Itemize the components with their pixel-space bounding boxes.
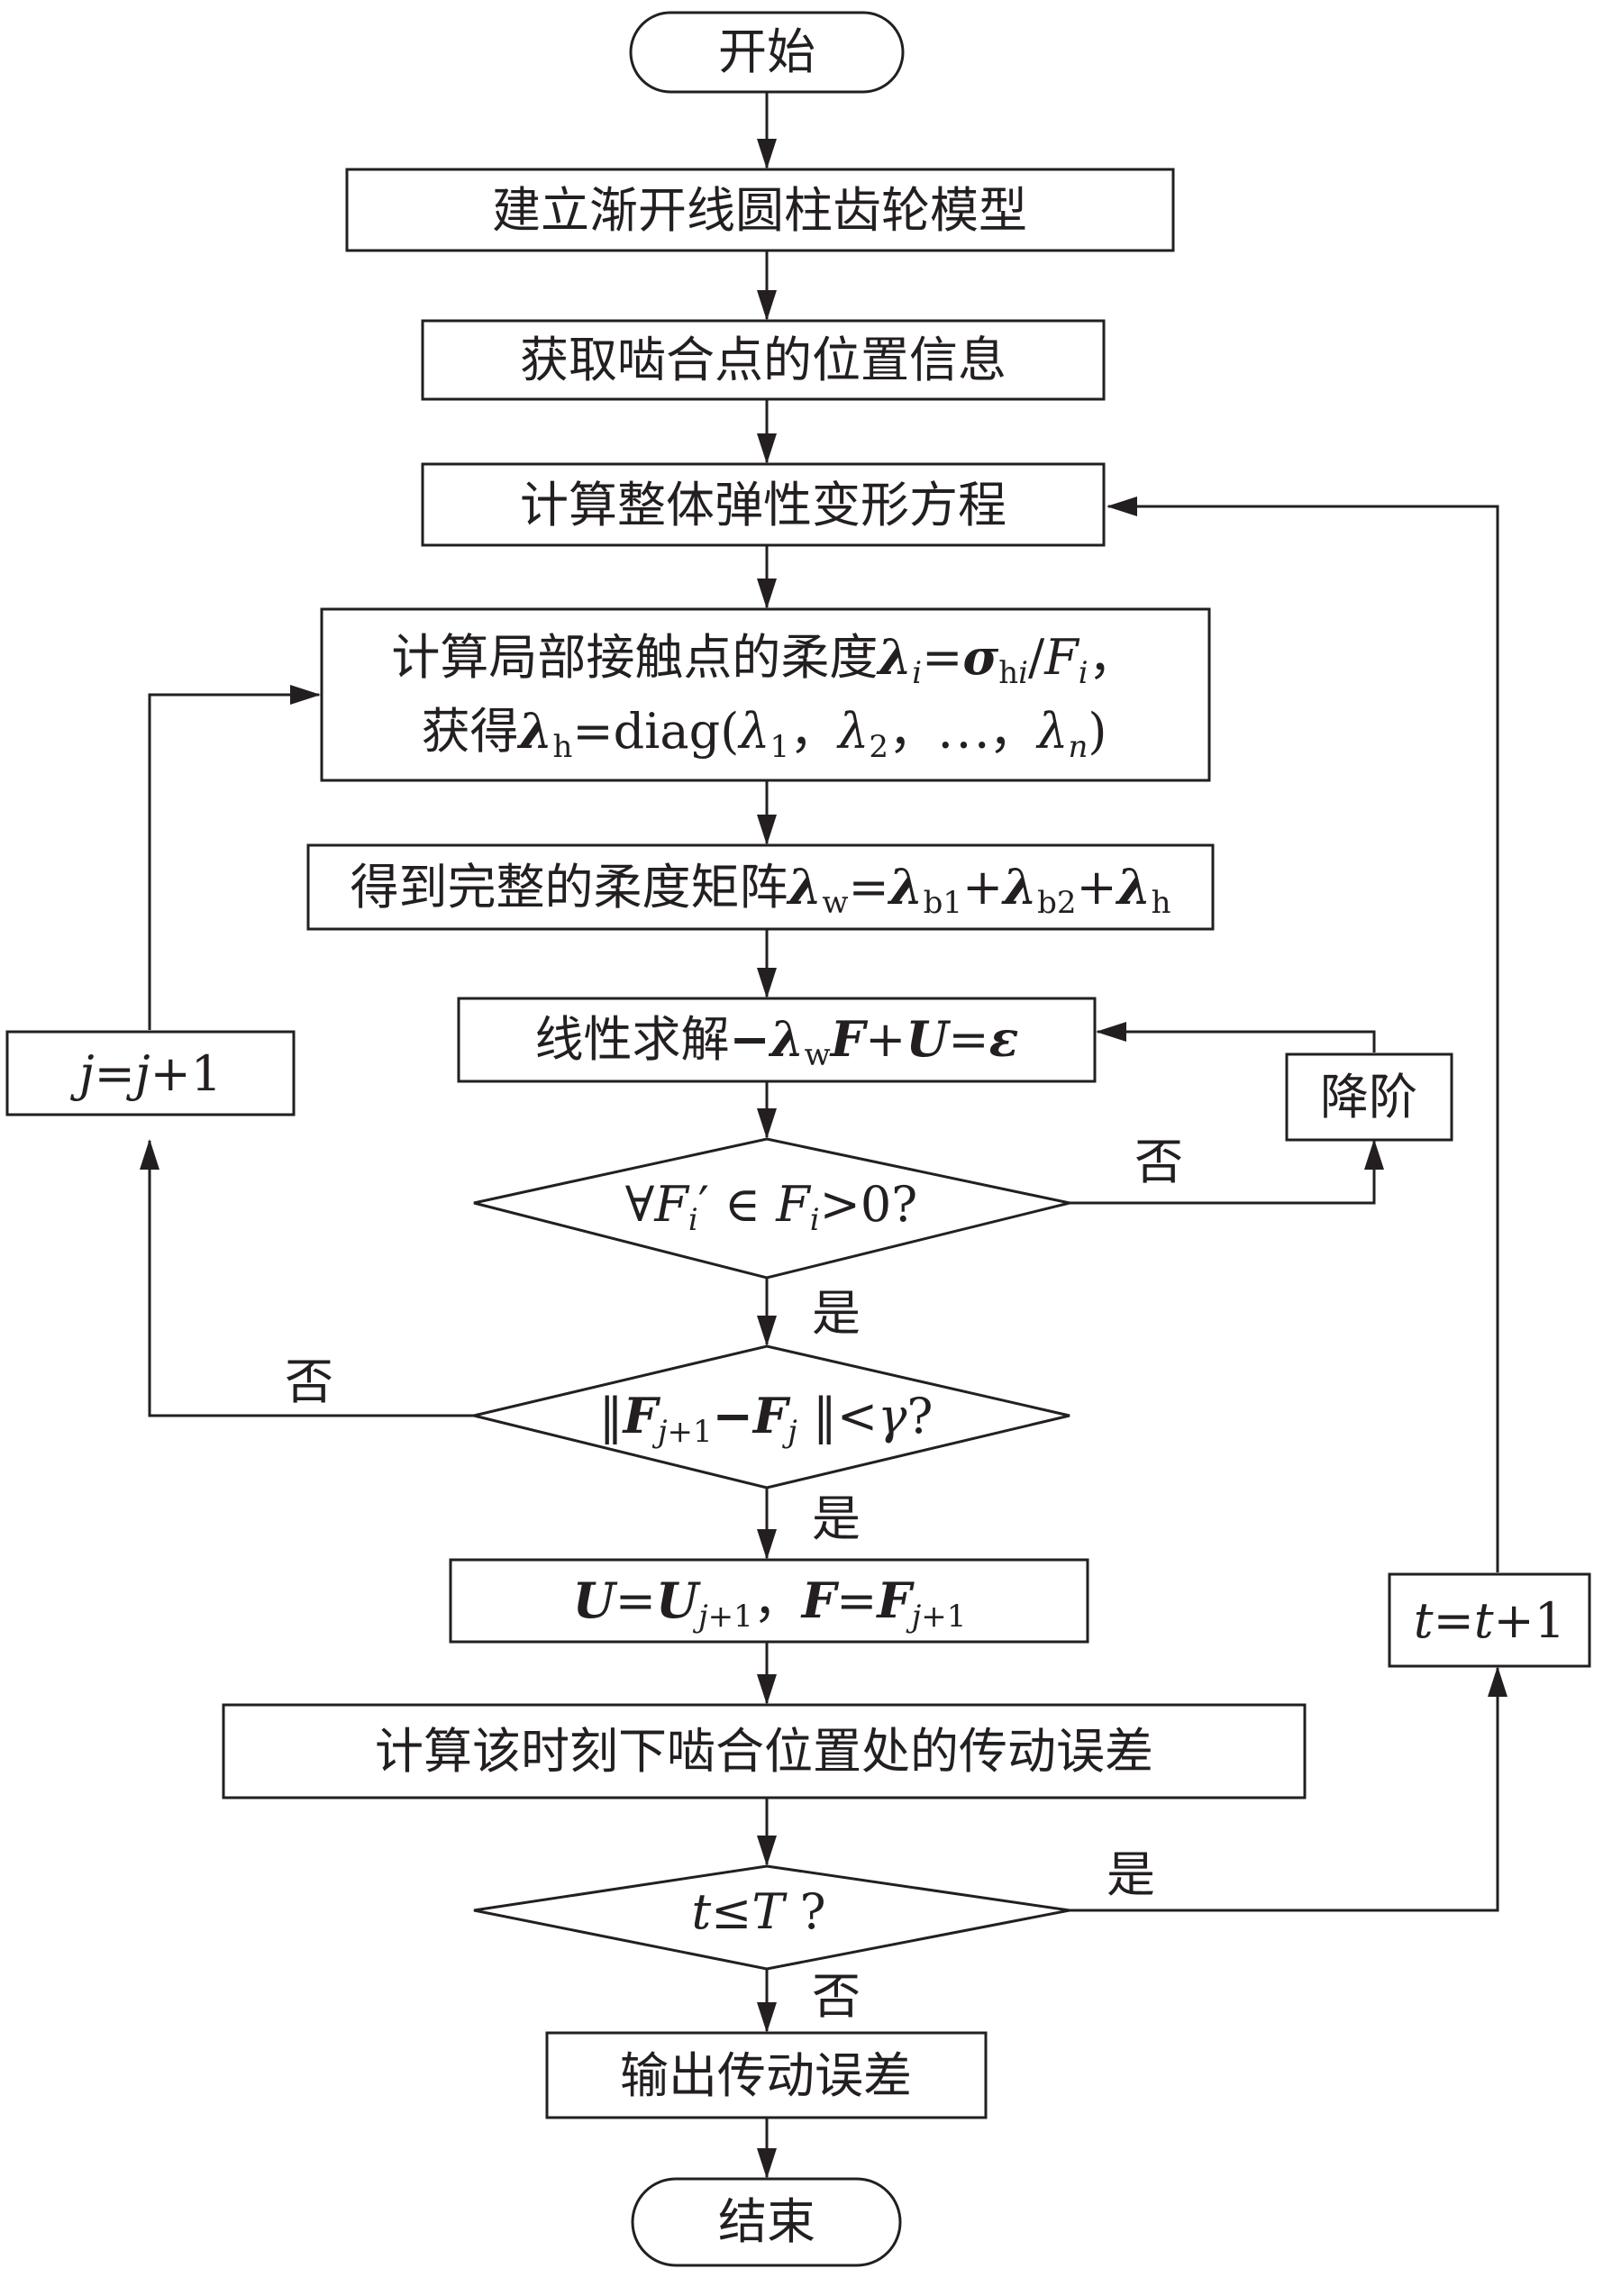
- cond-converge-decision: ‖Fj+1−Fj ‖<γ?: [473, 1344, 1070, 1490]
- local-flex-line1: 计算局部接触点的柔度λi=σhi/Fi，: [391, 628, 1136, 691]
- build-model-label: 建立渐开线圆柱齿轮模型: [492, 182, 1027, 239]
- deformation-eq-box: 计算整体弹性变形方程: [421, 462, 1106, 547]
- arrow-cond-time-yes-to-t-inc: [1070, 1666, 1507, 1912]
- assign-box: U=Uj+1，F=Fj+1: [449, 1558, 1089, 1644]
- full-matrix-box: 得到完整的柔度矩阵λw=λb1+λb2+λh: [306, 843, 1215, 931]
- arrow-t-inc-to-deformation: [1107, 497, 1499, 1572]
- t-increment-box: t=t+1: [1388, 1572, 1591, 1668]
- local-flex-box: 计算局部接触点的柔度λi=σhi/Fi， 获得λh=diag(λ1，λ2，⋯，λ…: [320, 607, 1211, 782]
- local-flex-line2: 获得λh=diag(λ1，λ2，⋯，λn): [422, 702, 1107, 765]
- label-yes-time: 是: [1107, 1846, 1155, 1903]
- cond-time-decision: t≤T ?: [473, 1864, 1070, 1971]
- linear-solve-box: 线性求解−λwF+U=ε: [457, 997, 1097, 1083]
- label-no-force: 否: [1134, 1134, 1183, 1190]
- assign-label: U=Uj+1，F=Fj+1: [573, 1572, 967, 1635]
- get-position-label: 获取啮合点的位置信息: [520, 332, 1006, 388]
- output-label: 输出传动误差: [620, 2047, 912, 2104]
- j-increment-box: j=j+1: [5, 1030, 296, 1116]
- deformation-eq-label: 计算整体弹性变形方程: [520, 477, 1006, 533]
- cond-converge-label: ‖Fj+1−Fj ‖<γ?: [599, 1387, 934, 1450]
- label-yes-force: 是: [812, 1285, 861, 1342]
- full-matrix-label: 得到完整的柔度矩阵λw=λb1+λb2+λh: [350, 858, 1170, 921]
- arrow-j-inc-to-flex: [148, 685, 321, 1030]
- cond-force-decision: ∀Fi′ ∈ Fi>0?: [473, 1137, 1070, 1280]
- label-yes-converge: 是: [812, 1490, 861, 1547]
- end-label: 结束: [718, 2193, 815, 2250]
- reduce-order-label: 降阶: [1320, 1069, 1417, 1125]
- start-label: 开始: [718, 23, 815, 80]
- connectors: [140, 92, 1507, 2179]
- arrow-cond-force-no-to-reduce: [1070, 1139, 1384, 1205]
- trans-error-label: 计算该时刻下啮合位置处的传动误差: [375, 1723, 1153, 1780]
- j-increment-label: j=j+1: [70, 1045, 222, 1102]
- end-node: 结束: [631, 2177, 902, 2267]
- start-node: 开始: [629, 11, 905, 94]
- cond-time-label: t≤T ?: [691, 1883, 825, 1940]
- linear-solve-label: 线性求解−λwF+U=ε: [535, 1010, 1019, 1073]
- label-no-converge: 否: [285, 1353, 333, 1410]
- output-box: 输出传动误差: [545, 2031, 988, 2119]
- cond-force-label: ∀Fi′ ∈ Fi>0?: [625, 1176, 917, 1238]
- reduce-order-box: 降阶: [1285, 1052, 1453, 1142]
- arrow-reduce-to-solve: [1096, 1022, 1376, 1052]
- trans-error-box: 计算该时刻下啮合位置处的传动误差: [222, 1703, 1307, 1799]
- get-position-box: 获取啮合点的位置信息: [421, 319, 1106, 401]
- t-increment-label: t=t+1: [1414, 1592, 1565, 1649]
- arrow-cond-converge-no-to-j-inc: [140, 1139, 474, 1417]
- build-model-box: 建立渐开线圆柱齿轮模型: [345, 168, 1175, 252]
- label-no-time: 否: [812, 1968, 861, 2025]
